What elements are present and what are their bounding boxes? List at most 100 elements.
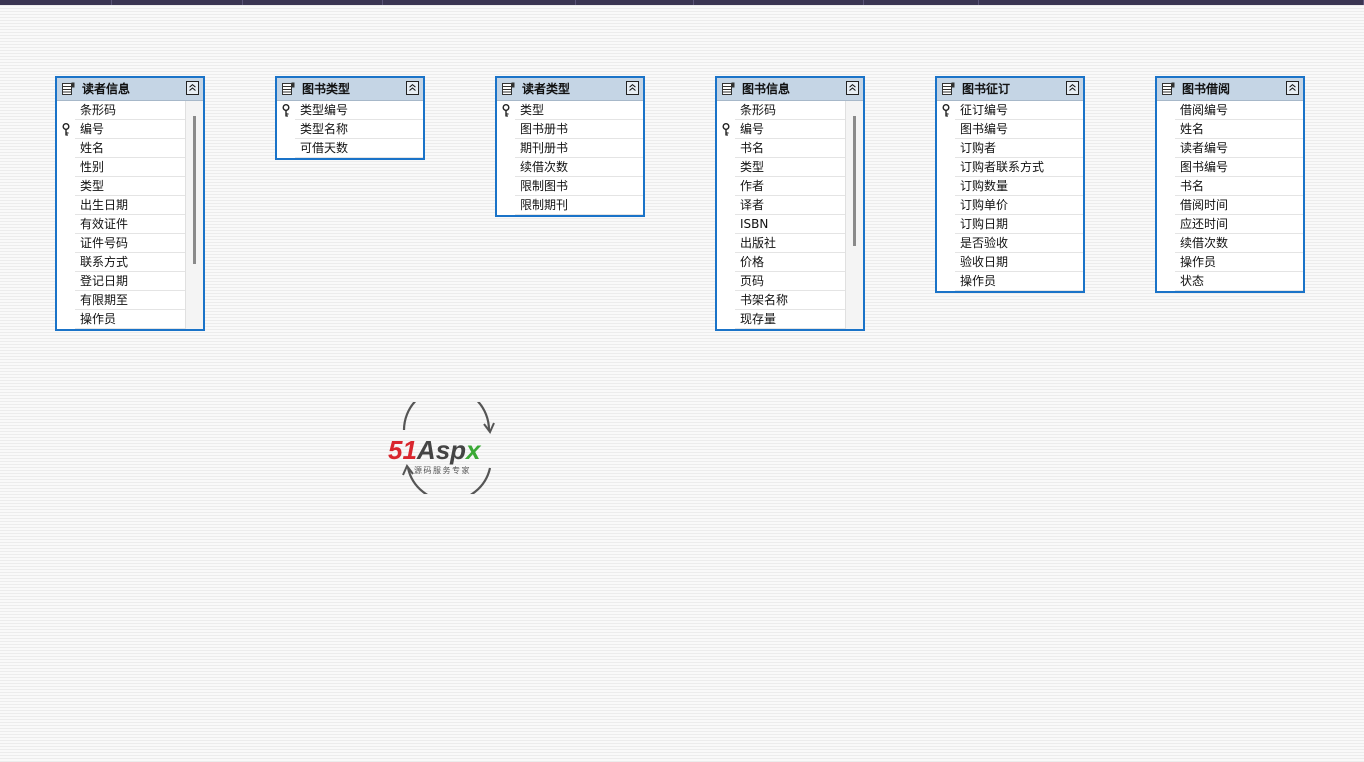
field-row[interactable]: 条形码 — [57, 101, 203, 120]
row-selector[interactable] — [277, 120, 295, 139]
field-row[interactable]: 状态 — [1157, 272, 1303, 291]
field-row[interactable]: 期刊册书 — [497, 139, 643, 158]
field-row[interactable]: 订购数量 — [937, 177, 1083, 196]
row-selector[interactable] — [1157, 120, 1175, 139]
field-row[interactable]: 出版社 — [717, 234, 863, 253]
field-row[interactable]: 姓名 — [57, 139, 203, 158]
table-reader-info[interactable]: 读者信息 条形码编号姓名性别类型出生日期有效证件证件号码联系方式登记日期有限期至… — [55, 76, 205, 331]
field-row[interactable]: 姓名 — [1157, 120, 1303, 139]
field-row[interactable]: 订购日期 — [937, 215, 1083, 234]
row-selector[interactable] — [1157, 177, 1175, 196]
field-row[interactable]: 现存量 — [717, 310, 863, 329]
field-row[interactable]: 订购者联系方式 — [937, 158, 1083, 177]
collapse-button[interactable] — [846, 81, 859, 95]
field-row[interactable]: 联系方式 — [57, 253, 203, 272]
row-selector[interactable] — [57, 120, 75, 139]
row-selector[interactable] — [57, 215, 75, 234]
field-row[interactable]: 条形码 — [717, 101, 863, 120]
row-selector[interactable] — [57, 101, 75, 120]
field-row[interactable]: 图书编号 — [937, 120, 1083, 139]
field-row[interactable]: 操作员 — [1157, 253, 1303, 272]
scrollbar-thumb[interactable] — [193, 116, 196, 264]
vertical-scrollbar[interactable] — [845, 101, 863, 329]
row-selector[interactable] — [57, 196, 75, 215]
field-row[interactable]: 编号 — [57, 120, 203, 139]
field-row[interactable]: 读者编号 — [1157, 139, 1303, 158]
field-row[interactable]: 是否验收 — [937, 234, 1083, 253]
table-header[interactable]: 图书类型 — [277, 78, 423, 101]
row-selector[interactable] — [57, 291, 75, 310]
field-row[interactable]: 验收日期 — [937, 253, 1083, 272]
collapse-button[interactable] — [186, 81, 199, 95]
field-row[interactable]: 有限期至 — [57, 291, 203, 310]
field-row[interactable]: 价格 — [717, 253, 863, 272]
table-header[interactable]: 读者信息 — [57, 78, 203, 101]
field-row[interactable]: 限制期刊 — [497, 196, 643, 215]
field-row[interactable]: 操作员 — [937, 272, 1083, 291]
row-selector[interactable] — [937, 253, 955, 272]
row-selector[interactable] — [57, 177, 75, 196]
scrollbar-thumb[interactable] — [853, 116, 856, 246]
row-selector[interactable] — [1157, 139, 1175, 158]
field-row[interactable]: 图书册书 — [497, 120, 643, 139]
row-selector[interactable] — [937, 215, 955, 234]
field-row[interactable]: 编号 — [717, 120, 863, 139]
row-selector[interactable] — [57, 139, 75, 158]
row-selector[interactable] — [937, 177, 955, 196]
table-book-order[interactable]: 图书征订 征订编号图书编号订购者订购者联系方式订购数量订购单价订购日期是否验收验… — [935, 76, 1085, 293]
row-selector[interactable] — [57, 253, 75, 272]
row-selector[interactable] — [1157, 215, 1175, 234]
row-selector[interactable] — [497, 101, 515, 120]
field-row[interactable]: 证件号码 — [57, 234, 203, 253]
row-selector[interactable] — [57, 234, 75, 253]
field-row[interactable]: 应还时间 — [1157, 215, 1303, 234]
field-row[interactable]: 续借次数 — [1157, 234, 1303, 253]
field-row[interactable]: ISBN — [717, 215, 863, 234]
row-selector[interactable] — [497, 177, 515, 196]
field-row[interactable]: 性别 — [57, 158, 203, 177]
field-row[interactable]: 图书编号 — [1157, 158, 1303, 177]
table-header[interactable]: 图书信息 — [717, 78, 863, 101]
field-row[interactable]: 限制图书 — [497, 177, 643, 196]
row-selector[interactable] — [1157, 272, 1175, 291]
field-row[interactable]: 借阅时间 — [1157, 196, 1303, 215]
row-selector[interactable] — [717, 272, 735, 291]
row-selector[interactable] — [497, 139, 515, 158]
row-selector[interactable] — [1157, 101, 1175, 120]
row-selector[interactable] — [937, 101, 955, 120]
collapse-button[interactable] — [1286, 81, 1299, 95]
row-selector[interactable] — [937, 272, 955, 291]
field-row[interactable]: 书名 — [717, 139, 863, 158]
field-row[interactable]: 书名 — [1157, 177, 1303, 196]
row-selector[interactable] — [497, 196, 515, 215]
row-selector[interactable] — [717, 158, 735, 177]
row-selector[interactable] — [937, 120, 955, 139]
diagram-canvas[interactable]: 读者信息 条形码编号姓名性别类型出生日期有效证件证件号码联系方式登记日期有限期至… — [0, 5, 1364, 762]
table-header[interactable]: 读者类型 — [497, 78, 643, 101]
row-selector[interactable] — [937, 139, 955, 158]
field-row[interactable]: 可借天数 — [277, 139, 423, 158]
row-selector[interactable] — [1157, 234, 1175, 253]
row-selector[interactable] — [57, 272, 75, 291]
collapse-button[interactable] — [406, 81, 419, 95]
field-row[interactable]: 类型 — [497, 101, 643, 120]
row-selector[interactable] — [717, 215, 735, 234]
field-row[interactable]: 类型名称 — [277, 120, 423, 139]
row-selector[interactable] — [277, 101, 295, 120]
row-selector[interactable] — [717, 139, 735, 158]
table-header[interactable]: 图书征订 — [937, 78, 1083, 101]
table-book-type[interactable]: 图书类型 类型编号类型名称可借天数 — [275, 76, 425, 160]
row-selector[interactable] — [497, 158, 515, 177]
row-selector[interactable] — [937, 196, 955, 215]
collapse-button[interactable] — [626, 81, 639, 95]
row-selector[interactable] — [717, 291, 735, 310]
row-selector[interactable] — [937, 234, 955, 253]
row-selector[interactable] — [717, 101, 735, 120]
field-row[interactable]: 类型编号 — [277, 101, 423, 120]
field-row[interactable]: 订购者 — [937, 139, 1083, 158]
field-row[interactable]: 作者 — [717, 177, 863, 196]
row-selector[interactable] — [937, 158, 955, 177]
field-row[interactable]: 页码 — [717, 272, 863, 291]
row-selector[interactable] — [717, 234, 735, 253]
